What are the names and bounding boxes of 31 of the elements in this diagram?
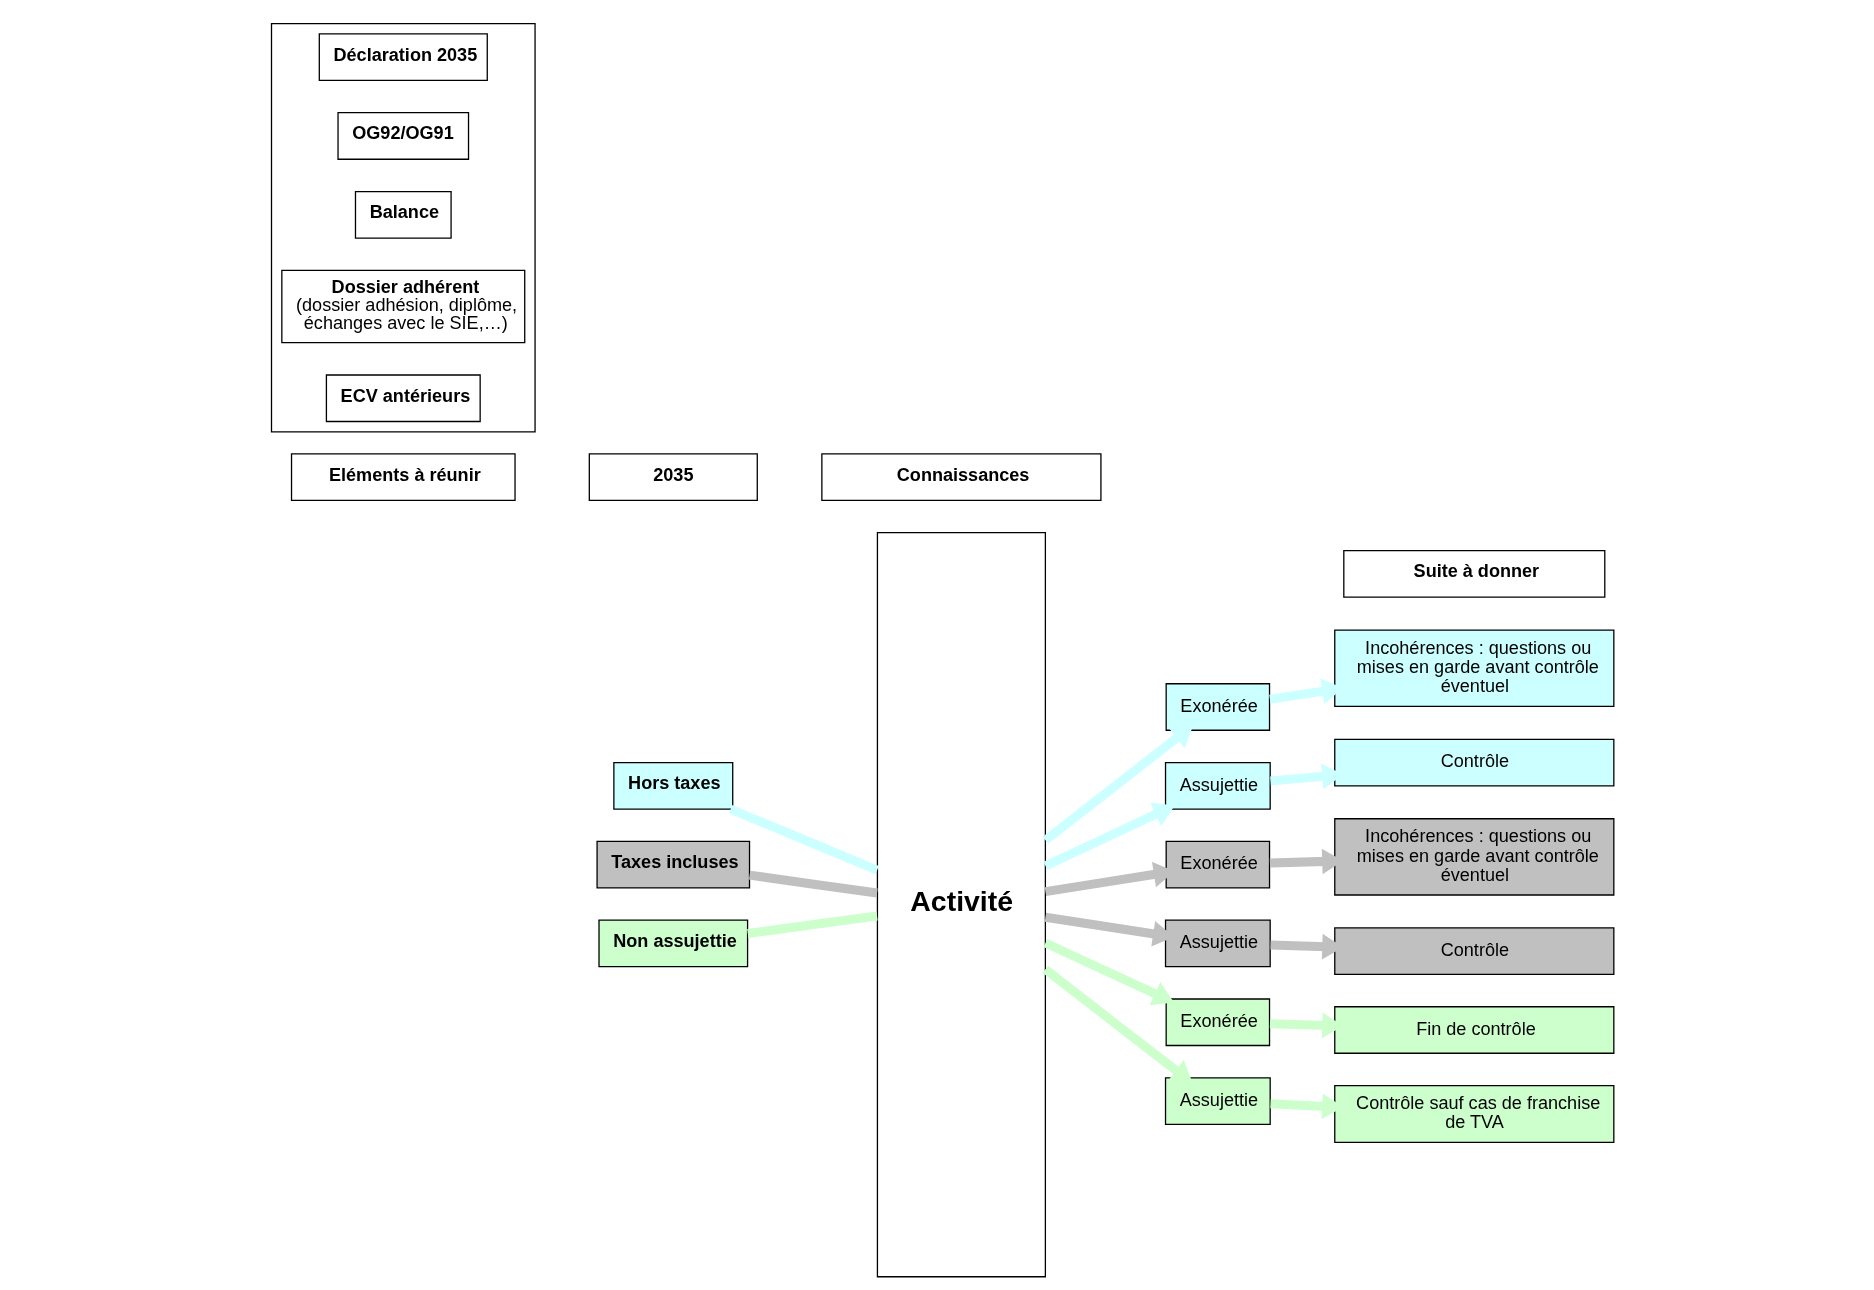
node-box: Exonérée bbox=[1165, 998, 1270, 1047]
node-box: Dossier adhérent (dossier adhésion, diplôme, échanges avec le SIE,…) bbox=[280, 269, 525, 344]
node-box: Incohérences : questions ou mises en garde avant contrôle éventuel bbox=[1333, 629, 1614, 707]
arrow bbox=[1043, 938, 1174, 1006]
node-box: Balance bbox=[354, 190, 452, 239]
node-box: Suite à donner bbox=[1342, 550, 1605, 598]
node-box: Contrôle sauf cas de franchise de TVA bbox=[1333, 1084, 1614, 1144]
node-box: Activité bbox=[876, 531, 1046, 1278]
node-box: Fin de contrôle bbox=[1333, 1006, 1614, 1054]
node-box: ECV antérieurs bbox=[325, 374, 481, 423]
node-box: OG92/OG91 bbox=[336, 112, 469, 160]
node-box: Connaissances bbox=[820, 453, 1102, 501]
node-box: Exonérée bbox=[1165, 840, 1270, 889]
arrow bbox=[1043, 802, 1175, 870]
node-box: Assujettie bbox=[1164, 1077, 1271, 1125]
node-box: Assujettie bbox=[1164, 761, 1271, 810]
node-box: Taxes incluses bbox=[595, 840, 750, 889]
node-box: Non assujettie bbox=[597, 919, 748, 968]
node-box: Contrôle bbox=[1333, 927, 1614, 976]
connector bbox=[748, 870, 878, 898]
node-box: Exonérée bbox=[1165, 683, 1270, 731]
node-box: Hors taxes bbox=[612, 761, 733, 810]
node-box: Déclaration 2035 bbox=[318, 33, 488, 82]
node-box: Contrôle bbox=[1333, 738, 1614, 787]
node-box: Eléments à réunir bbox=[290, 453, 516, 501]
node-box: Incohérences : questions ou mises en garde avant contrôle éventuel bbox=[1333, 818, 1614, 896]
connector bbox=[728, 805, 879, 875]
connector bbox=[746, 911, 878, 938]
node-box: Assujettie bbox=[1164, 919, 1271, 968]
cluster bbox=[270, 22, 536, 433]
node-box: 2035 bbox=[588, 453, 758, 501]
